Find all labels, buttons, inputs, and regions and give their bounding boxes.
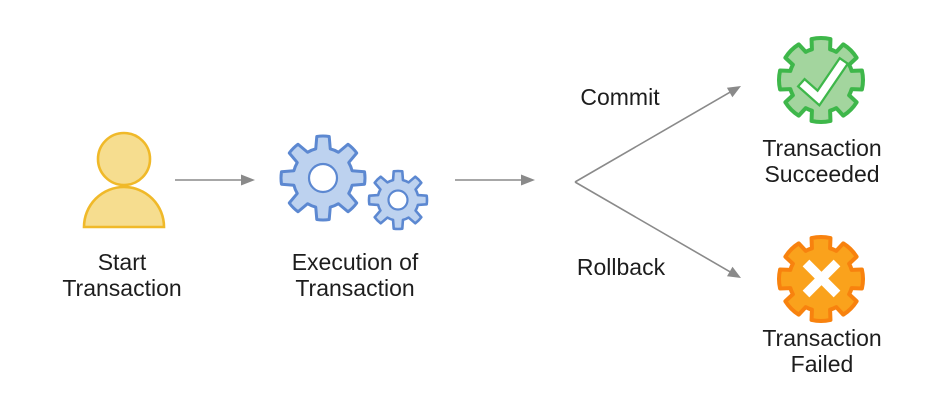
start-transaction-label: Start Transaction: [62, 249, 182, 301]
rollback-edge-label: Rollback: [576, 254, 666, 280]
large-gear-hole: [307, 162, 339, 194]
gear-cross-icon: [777, 235, 865, 323]
cross-icon: [802, 259, 841, 298]
person-body: [82, 185, 166, 229]
arrow-rollback: [574, 181, 741, 278]
arrow-start-to-execution: [175, 174, 255, 186]
transaction-failed-label: Transaction Failed: [762, 325, 882, 377]
arrow-execution-to-branch: [455, 174, 535, 186]
person-head: [96, 131, 152, 187]
gears-icon: [279, 134, 429, 231]
commit-edge-label: Commit: [580, 84, 660, 110]
person-icon: [82, 131, 166, 229]
small-gear-hole: [387, 189, 409, 211]
gear-check-icon: [777, 36, 865, 124]
execution-of-transaction-label: Execution of Transaction: [291, 249, 419, 301]
transaction-succeeded-label: Transaction Succeeded: [762, 135, 882, 187]
success-badge: [777, 36, 865, 124]
arrow-commit: [574, 86, 741, 183]
checkmark-icon-inner: [799, 59, 847, 104]
